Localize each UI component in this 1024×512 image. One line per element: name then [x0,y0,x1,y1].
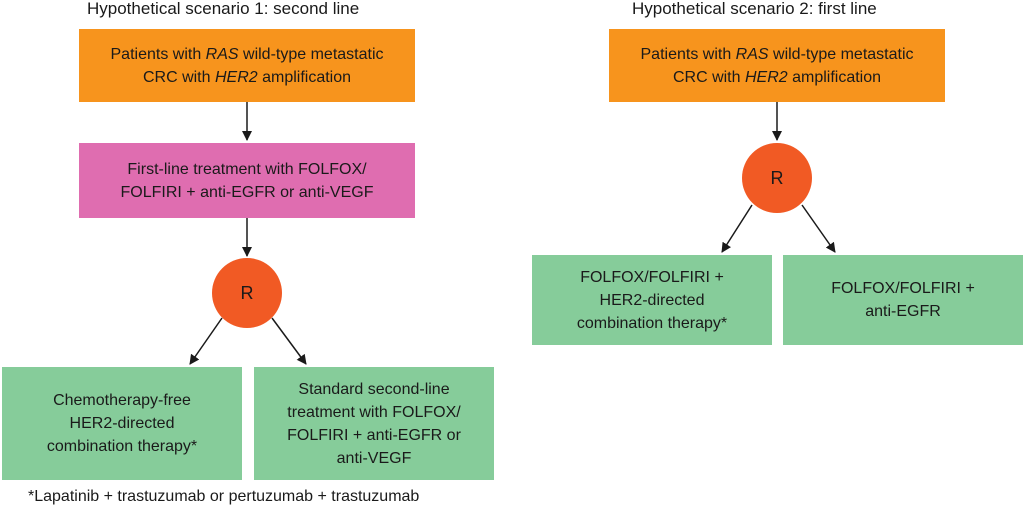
scenario-1-right-arm-box: Standard second-line treatment with FOLF… [254,367,494,480]
scenario-2-title: Hypothetical scenario 2: first line [632,0,877,18]
arrow-randomization-2-to-right-arm [801,204,836,253]
left-arm-line-3: combination therapy* [46,438,198,455]
left-arm-line-1: Chemotherapy-free [53,392,191,409]
right-arm-line-2: treatment with FOLFOX/ [287,403,461,421]
arrow-randomization-1-to-left-arm [189,317,223,365]
arrow-randomization-2-to-left-arm [721,204,753,253]
right-arm-line-1: FOLFOX/FOLFIRI + [831,280,975,297]
scenario-2-left-arm-box: FOLFOX/FOLFIRI + HER2-directed combinati… [532,255,772,345]
right-arm-line-3: FOLFIRI + anti-EGFR or [287,426,461,444]
scenario-1-patients-box: Patients with RAS wild-type metastatic C… [79,29,415,102]
footnote: *Lapatinib + trastuzumab or pertuzumab +… [28,488,420,505]
right-arm-line-1: Standard second-line [298,380,450,398]
scenario-1-patients-line-2: CRC with HER2 amplification [142,68,352,86]
scenario-2-patients-box: Patients with RAS wild-type metastatic C… [609,29,945,102]
scenario-2-randomization-node: R [742,143,812,213]
scenario-1-first-line-box: First-line treatment with FOLFOX/ FOLFIR… [79,143,415,218]
scenario-1-title: Hypothetical scenario 1: second line [87,0,360,18]
scenario-1-patients-line-1: Patients with RAS wild-type metastatic [110,45,384,63]
first-line-treatment-line-2: FOLFIRI + anti-EGFR or anti-VEGF [120,183,374,201]
arrow-randomization-1-to-right-arm [271,317,307,365]
scenario-2-right-arm-box: FOLFOX/FOLFIRI + anti-EGFR [783,255,1023,345]
scenario-1-randomization-node: R [212,258,282,328]
left-arm-line-1: FOLFOX/FOLFIRI + [580,268,724,286]
right-arm-line-2: anti-EGFR [865,303,941,320]
left-arm-line-3: combination therapy* [576,314,728,332]
first-line-treatment-line-1: First-line treatment with FOLFOX/ [127,160,367,178]
left-arm-line-2: HER2-directed [599,291,705,309]
scenario-2-patients-line-2: CRC with HER2 amplification [672,68,882,86]
randomization-label: R [240,282,254,303]
scenario-2-patients-line-1: Patients with RAS wild-type metastatic [640,45,914,63]
left-arm-line-2: HER2-directed [69,415,175,432]
scenario-1-left-arm-box: Chemotherapy-free HER2-directed combinat… [2,367,242,480]
right-arm-line-4: anti-VEGF [336,449,412,467]
randomization-label: R [770,167,784,188]
